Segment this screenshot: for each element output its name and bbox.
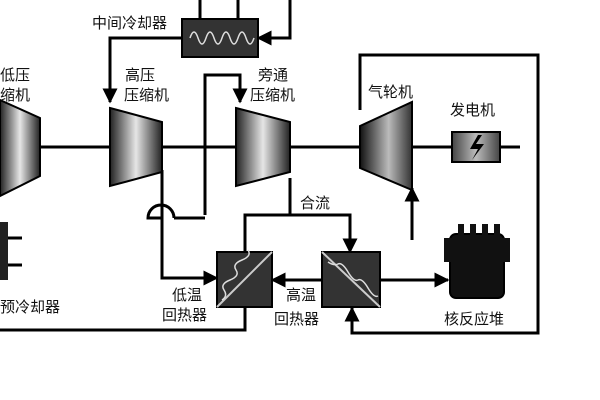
hp-compressor-label-1: 高压: [124, 66, 155, 84]
intercooler-label: 中间冷却器: [92, 14, 168, 32]
turbine-exhaust-loop: [344, 53, 540, 335]
bypass-outlet-to-merge: [288, 178, 358, 254]
reactor: [444, 224, 510, 299]
hp-compressor-label-2: 压缩机: [124, 86, 170, 104]
hp-outlet-to-ltr-pipe: [160, 170, 219, 286]
bypass-compressor-label-1: 旁通: [258, 66, 289, 84]
generator-label: 发电机: [450, 101, 496, 119]
ltr-label-1: 低温: [172, 286, 203, 304]
intercooler-inlet-pipe: [256, 0, 292, 46]
ltr-label-2: 回热器: [162, 306, 208, 324]
turbine: [359, 100, 413, 192]
merge-label: 合流: [300, 194, 331, 212]
precooler-label: 预冷却器: [0, 298, 61, 316]
bypass-compressor: [235, 106, 291, 188]
precooler-body: [0, 222, 8, 280]
lp-compressor-label-1: 低压: [0, 66, 31, 84]
turbine-label: 气轮机: [368, 83, 414, 101]
lp-compressor: [0, 98, 41, 198]
lp-compressor-label-2: 缩机: [0, 86, 31, 104]
htr-label-2: 回热器: [274, 310, 320, 328]
htr-label-1: 高温: [286, 286, 317, 304]
intercooler-outlet-pipe: [102, 36, 182, 104]
lightning-icon: [470, 135, 484, 160]
ltr-to-precooler-pipe: [0, 305, 247, 332]
bypass-compressor-label-2: 压缩机: [250, 86, 296, 104]
bypass-inlet-pipe: [203, 73, 248, 215]
hp-compressor: [109, 106, 163, 188]
reactor-label: 核反应堆: [444, 310, 505, 328]
